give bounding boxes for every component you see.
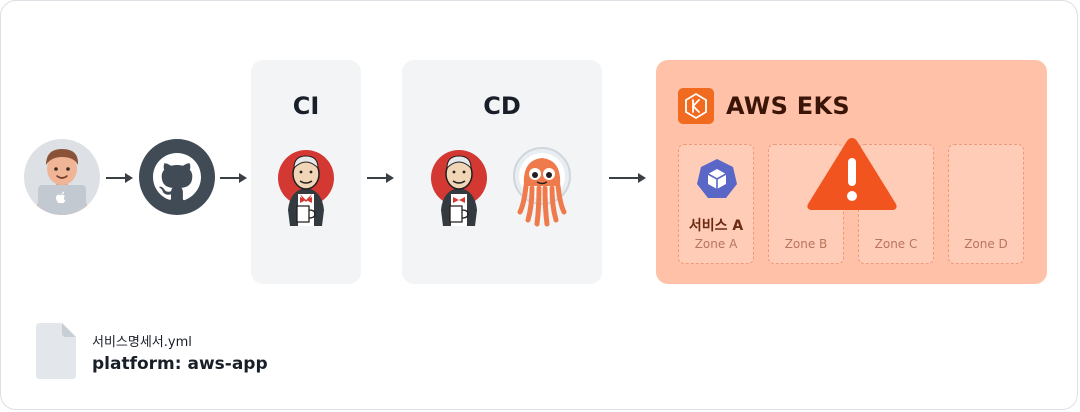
zone-a: 서비스 A Zone A xyxy=(678,144,754,264)
aws-eks-cluster: AWS EKS 서비스 A Zone A Zone B Zone C Zone … xyxy=(656,60,1047,284)
arrow-right-icon xyxy=(367,170,395,184)
cd-stage: CD xyxy=(402,60,602,284)
warning-icon xyxy=(804,134,900,212)
github-icon xyxy=(139,139,215,215)
arrow-right-icon xyxy=(220,170,248,184)
eks-title: AWS EKS xyxy=(726,92,850,120)
arrow-right-icon xyxy=(609,170,647,184)
zone-label: Zone C xyxy=(874,237,918,251)
manifest-content: platform: aws-app xyxy=(92,354,268,374)
zone-label: Zone D xyxy=(964,237,1008,251)
developer-avatar-icon xyxy=(24,139,100,215)
zone-label: Zone B xyxy=(784,237,828,251)
ci-stage: CI xyxy=(251,60,361,284)
zone-d: Zone D xyxy=(948,144,1024,264)
ci-stage-title: CI xyxy=(292,92,320,120)
file-icon xyxy=(36,323,76,379)
cd-stage-title: CD xyxy=(483,92,521,120)
kubernetes-pod-icon xyxy=(696,158,738,200)
zone-label: Zone A xyxy=(694,237,738,251)
arrow-right-icon xyxy=(106,170,134,184)
argocd-icon xyxy=(510,146,574,228)
service-name: 서비스 A xyxy=(688,218,744,234)
jenkins-icon xyxy=(429,144,489,228)
jenkins-icon xyxy=(276,144,336,228)
manifest-file-name: 서비스명세서.yml xyxy=(92,335,192,350)
aws-eks-icon xyxy=(678,88,714,124)
